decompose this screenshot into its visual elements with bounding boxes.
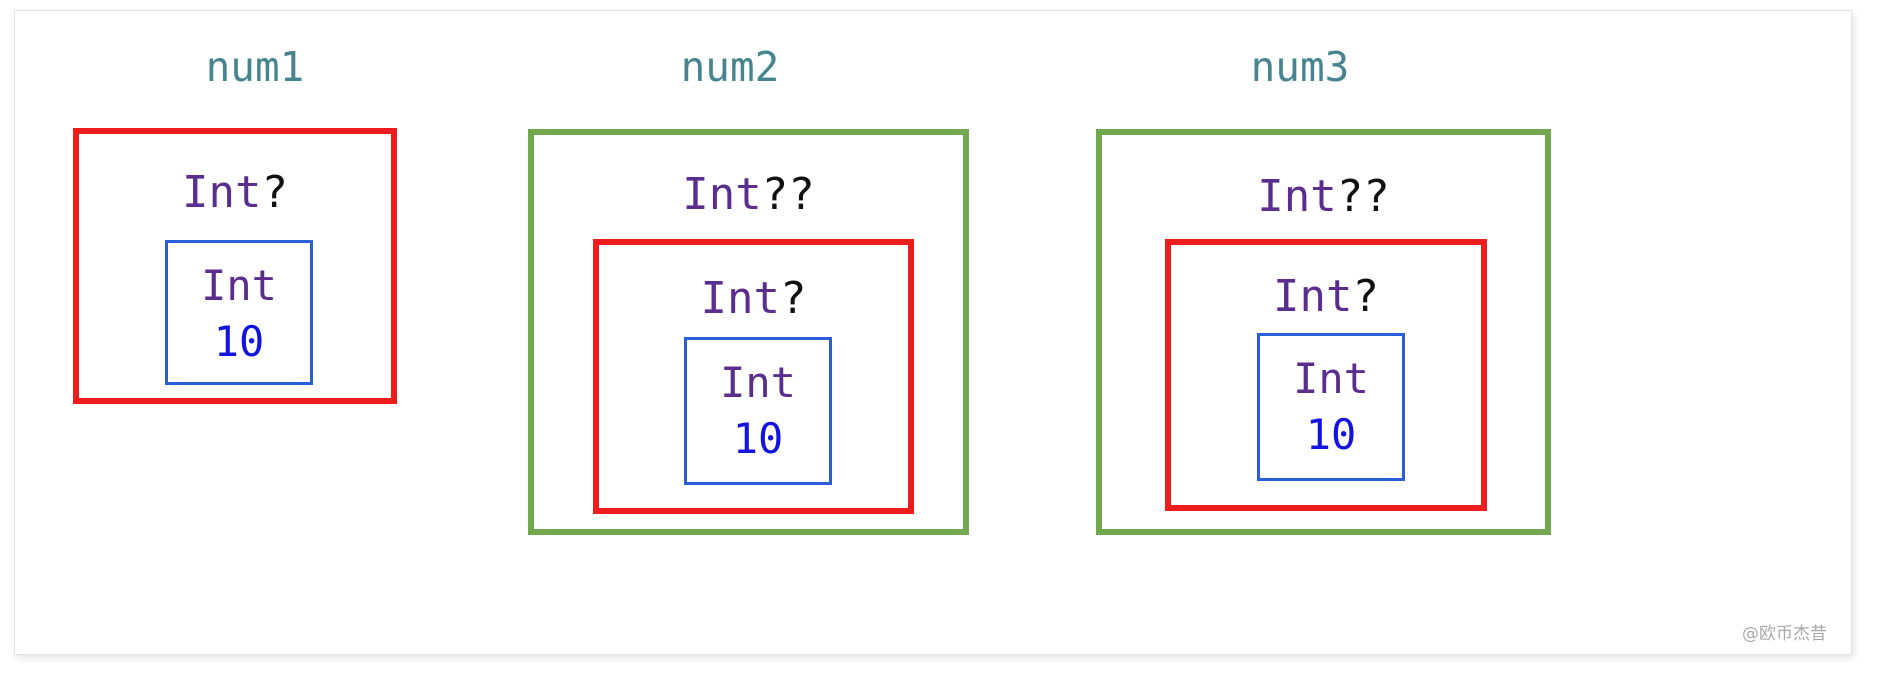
value-box-type-name-num1: Int [201, 261, 277, 310]
type-name-text: Int [1257, 171, 1337, 222]
type-suffix-text: ? [261, 167, 288, 218]
value-box-value-num1: 10 [213, 317, 265, 366]
optional-box-green-num2: Int?? Int? Int 10 [528, 129, 969, 535]
optional-box-green-num3: Int?? Int? Int 10 [1096, 129, 1551, 535]
type-name-text: Int [1273, 271, 1353, 322]
value-box-blue-num2: Int 10 [684, 337, 832, 485]
type-suffix-text: ?? [1336, 171, 1390, 222]
type-suffix-text: ? [1352, 271, 1379, 322]
watermark-label: @欧币杰昔 [1742, 624, 1827, 644]
diagram-column-num3: num3 Int?? Int? Int 10 [1065, 11, 1551, 654]
column-title-num2: num2 [680, 43, 780, 91]
type-label-int-optional-num2: Int? [599, 277, 908, 321]
value-box-value-num2: 10 [732, 414, 784, 463]
type-label-int-optional-num3: Int? [1171, 275, 1481, 319]
value-box-value-num3: 10 [1305, 410, 1357, 459]
diagram-column-num2: num2 Int?? Int? Int 10 [495, 11, 969, 654]
type-name-text: Int [682, 169, 762, 220]
value-box-blue-num3: Int 10 [1257, 333, 1405, 481]
value-box-type-name-num3: Int [1293, 354, 1369, 403]
type-label-int-double-optional-num2: Int?? [534, 173, 963, 217]
type-name-text: Int [182, 167, 262, 218]
type-name-text: Int [700, 273, 780, 324]
optional-box-red-num2: Int? Int 10 [593, 239, 914, 514]
type-label-int-double-optional-num3: Int?? [1102, 175, 1545, 219]
value-box-type-name-num2: Int [720, 358, 796, 407]
type-suffix-text: ? [779, 273, 807, 324]
column-title-num3: num3 [1250, 43, 1350, 91]
value-box-blue-num1: Int 10 [165, 240, 313, 385]
optional-box-red-num1: Int? Int 10 [73, 128, 397, 404]
diagram-canvas: num1 Int? Int 10 num2 Int?? Int? [14, 10, 1852, 655]
type-suffix-text: ?? [761, 169, 815, 220]
type-label-int-optional-num1: Int? [79, 171, 391, 215]
diagram-column-num1: num1 Int? Int 10 [45, 11, 465, 654]
column-title-num1: num1 [205, 43, 305, 91]
optional-box-red-num3: Int? Int 10 [1165, 239, 1487, 511]
